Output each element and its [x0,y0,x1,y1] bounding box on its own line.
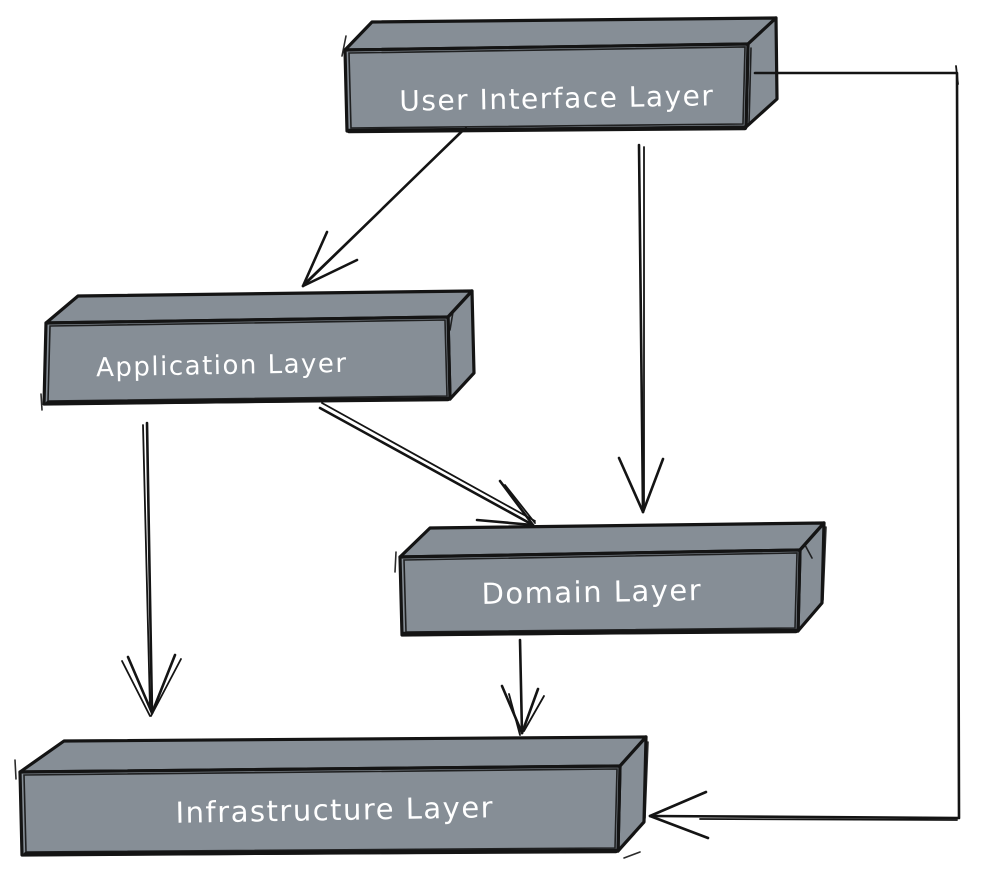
arrow-application-to-infrastructure [121,421,182,717]
arrowhead-sketch [508,693,545,736]
arrowhead [301,230,359,288]
arrow-shaft-sketch [305,127,467,283]
arrow-domain-to-infrastructure [500,638,545,736]
arrow-shaft-sketch [321,402,536,522]
arrow-shaft [637,143,645,514]
sketch-stroke [346,125,748,134]
arrowhead [500,684,540,735]
arrow-application-to-domain [318,402,536,527]
sketch-stroke [348,46,746,129]
node-label: Domain Layer [481,573,702,611]
sketch-stroke [341,35,752,125]
sketch-stroke [14,741,649,859]
sketch-stroke [23,768,618,853]
arrowhead [126,653,177,715]
node-domain-layer: Domain Layer [394,521,827,637]
sketch-stroke [23,848,619,857]
arrow-shaft [648,71,961,820]
arrow-ui-to-domain [617,143,665,514]
sketch-stroke [40,311,454,411]
arrowhead [617,456,665,514]
sketch-stroke [403,552,798,633]
sketch-stroke [47,319,448,402]
arrow-ui-to-application [301,127,467,288]
node-application-layer: Application Layer [40,289,476,411]
arrowhead [475,479,535,527]
arrow-shaft [518,638,524,735]
arrowhead-sketch [121,658,182,717]
arrow-shaft [318,406,535,527]
arrow-shaft-sketch [699,65,959,821]
node-label: User Interface Layer [399,79,715,117]
sketch-stroke [45,396,451,406]
arrow-shaft-sketch [142,424,151,710]
sketch-stroke [401,628,799,637]
node-infrastructure-layer: Infrastructure Layer [14,735,649,859]
node-label: Infrastructure Layer [175,790,494,830]
arrow-shaft [145,421,154,715]
sketch-stroke [394,526,827,601]
node-user-interface-layer: User Interface Layer [341,16,779,134]
arrowhead-sketch [504,484,536,524]
arrow-ui-to-infrastructure [648,65,961,840]
node-label: Application Layer [96,349,348,383]
arrowhead [648,790,710,840]
